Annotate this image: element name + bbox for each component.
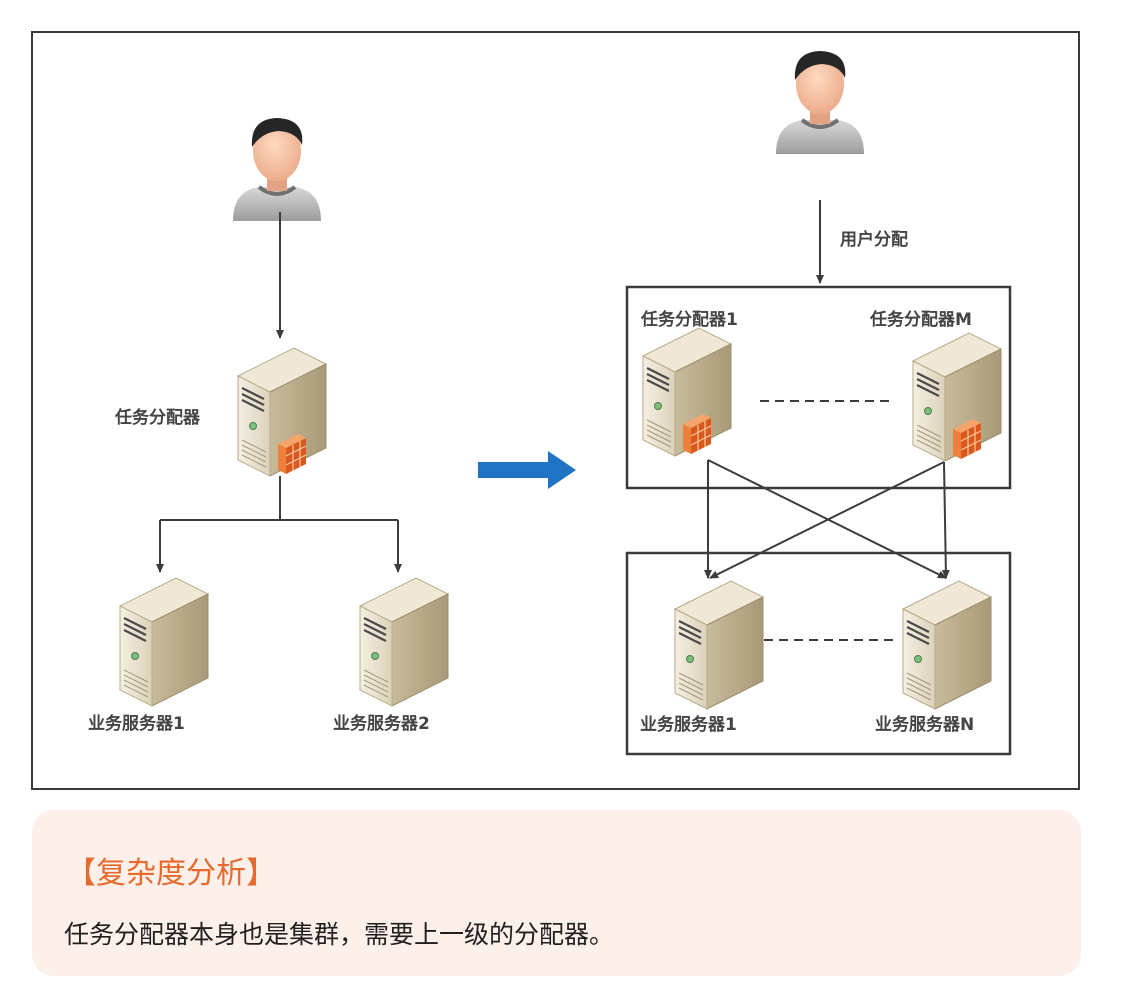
server1-label: 业务服务器1 bbox=[88, 714, 185, 734]
server-icon bbox=[673, 579, 765, 711]
dispatcher-label: 任务分配器 bbox=[115, 408, 200, 428]
user-icon bbox=[774, 49, 866, 156]
server-icon bbox=[358, 576, 450, 708]
dispatcher-to-servers-connector bbox=[160, 476, 398, 521]
analysis-panel bbox=[32, 810, 1081, 976]
server2-label: 业务服务器2 bbox=[333, 714, 430, 734]
server-icon bbox=[118, 576, 210, 708]
user-dispatch-label: 用户分配 bbox=[840, 230, 908, 250]
arrow-dM-sN bbox=[941, 461, 950, 579]
serverN-label: 业务服务器N bbox=[875, 715, 975, 735]
right-server1-label: 业务服务器1 bbox=[640, 715, 737, 735]
dispatcher-cluster-box bbox=[625, 285, 1012, 490]
server-icon bbox=[901, 579, 993, 711]
diagram-frame bbox=[31, 31, 1080, 790]
analysis-title: 【复杂度分析】 bbox=[66, 856, 276, 891]
user-icon bbox=[231, 116, 323, 223]
server-cluster-box bbox=[625, 551, 1012, 756]
analysis-body: 任务分配器本身也是集群，需要上一级的分配器。 bbox=[64, 920, 615, 949]
dispatcher1-label: 任务分配器1 bbox=[641, 310, 738, 330]
dispatcherM-label: 任务分配器M bbox=[870, 310, 972, 330]
arrow-dM-s1 bbox=[709, 461, 945, 579]
arrow-right-icon bbox=[478, 451, 576, 489]
